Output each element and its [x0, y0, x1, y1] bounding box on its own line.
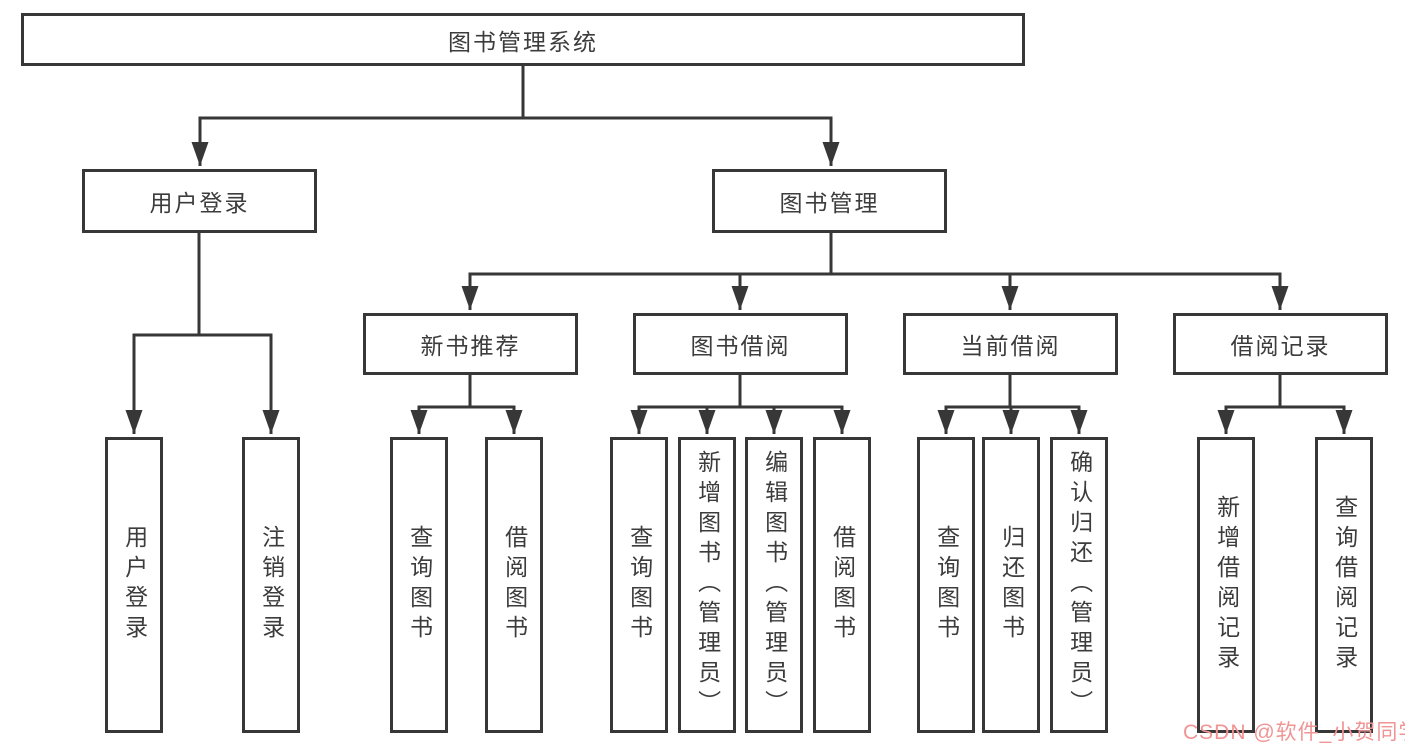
node-leaf-confirm-return-admin-label: 确认归还（管理员） — [1066, 450, 1093, 720]
csdn-watermark: CSDN @软件_小贺同学 — [1183, 721, 1405, 744]
node-root-label: 图书管理系统 — [448, 28, 598, 55]
node-new-book-recommend-label: 新书推荐 — [420, 333, 521, 359]
node-leaf-logout: 注销登录 — [242, 437, 300, 733]
node-leaf-add-books-admin: 新增图书（管理员） — [678, 437, 736, 733]
node-leaf-query-books-recommend: 查询图书 — [390, 437, 448, 733]
node-borrow-records: 借阅记录 — [1173, 313, 1388, 375]
node-leaf-borrow-books-label: 借阅图书 — [829, 525, 856, 645]
node-user-login-label: 用户登录 — [149, 190, 250, 216]
node-leaf-return-books: 归还图书 — [982, 437, 1040, 733]
node-leaf-query-books-borrow-label: 查询图书 — [626, 525, 653, 645]
node-current-borrow: 当前借阅 — [903, 313, 1118, 375]
node-leaf-add-books-admin-label: 新增图书（管理员） — [694, 450, 721, 720]
node-current-borrow-label: 当前借阅 — [960, 333, 1061, 359]
node-leaf-logout-label: 注销登录 — [258, 525, 285, 645]
node-leaf-confirm-return-admin: 确认归还（管理员） — [1050, 437, 1108, 733]
node-leaf-query-books-borrow: 查询图书 — [610, 437, 668, 733]
node-book-management-label: 图书管理 — [779, 190, 880, 216]
node-leaf-query-books-recommend-label: 查询图书 — [406, 525, 433, 645]
node-leaf-borrow-books: 借阅图书 — [813, 437, 871, 733]
node-book-borrow: 图书借阅 — [633, 313, 848, 375]
node-leaf-return-books-label: 归还图书 — [998, 525, 1025, 645]
node-root: 图书管理系统 — [21, 13, 1025, 66]
node-leaf-borrow-books-recommend: 借阅图书 — [485, 437, 543, 733]
node-leaf-query-books-current: 查询图书 — [917, 437, 975, 733]
node-book-management: 图书管理 — [712, 169, 947, 233]
node-leaf-query-books-current-label: 查询图书 — [933, 525, 960, 645]
node-leaf-add-borrow-record: 新增借阅记录 — [1197, 437, 1255, 733]
node-leaf-user-login: 用户登录 — [105, 437, 163, 733]
node-leaf-borrow-books-recommend-label: 借阅图书 — [501, 525, 528, 645]
node-user-login: 用户登录 — [82, 169, 317, 233]
node-leaf-add-borrow-record-label: 新增借阅记录 — [1213, 495, 1240, 675]
node-leaf-edit-books-admin: 编辑图书（管理员） — [745, 437, 803, 733]
node-leaf-query-borrow-record-label: 查询借阅记录 — [1331, 495, 1358, 675]
node-leaf-query-borrow-record: 查询借阅记录 — [1315, 437, 1373, 733]
node-book-borrow-label: 图书借阅 — [690, 333, 791, 359]
node-borrow-records-label: 借阅记录 — [1230, 333, 1331, 359]
node-leaf-edit-books-admin-label: 编辑图书（管理员） — [761, 450, 788, 720]
node-new-book-recommend: 新书推荐 — [363, 313, 578, 375]
node-leaf-user-login-label: 用户登录 — [121, 525, 148, 645]
